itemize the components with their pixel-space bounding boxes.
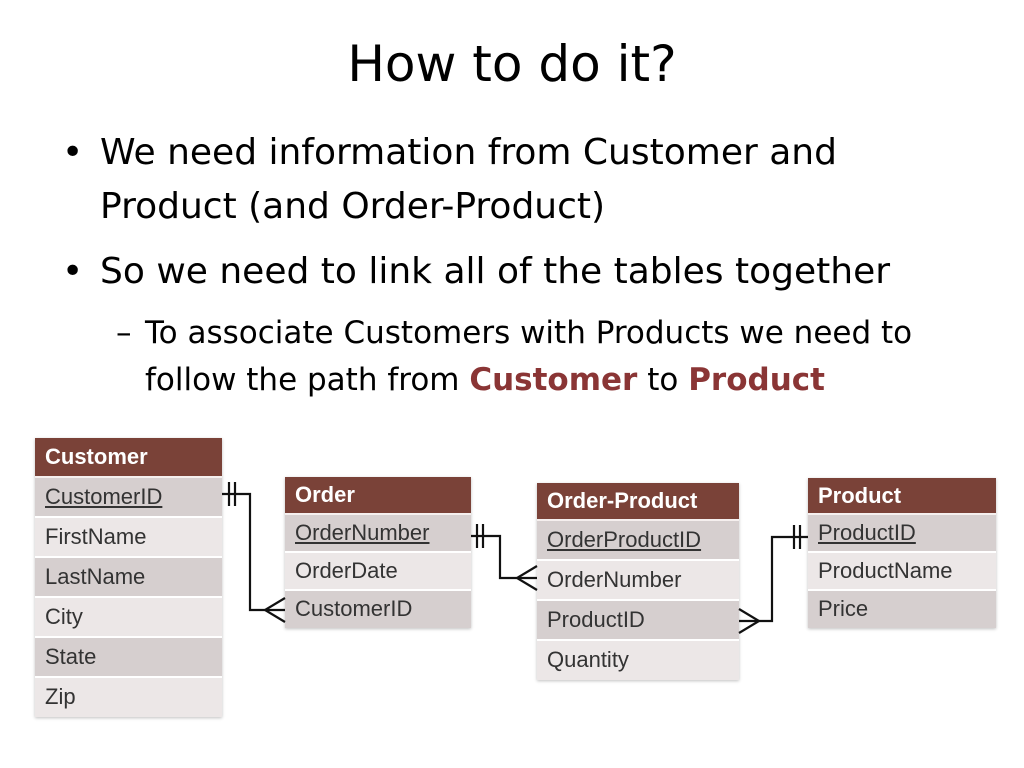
entity-order-product-field: OrderProductID	[537, 521, 739, 561]
entity-product-header: Product	[808, 478, 996, 515]
entity-product-field: Price	[808, 591, 996, 628]
bullet-1-line-1: We need information from Customer and	[100, 132, 837, 173]
entity-customer-header: Customer	[35, 438, 222, 478]
sub-bullet-line-2: follow the path from Customer to Product	[145, 357, 825, 404]
entity-customer-field: LastName	[35, 558, 222, 598]
entity-customer-field: State	[35, 638, 222, 678]
crowfoot-icon	[738, 608, 762, 634]
entity-order-header: Order	[285, 477, 471, 515]
sub-bullet-marker: –	[116, 315, 132, 351]
entity-order: Order OrderNumber OrderDate CustomerID	[285, 477, 471, 628]
entity-customer-field: City	[35, 598, 222, 638]
sub-bullet-line-2-prefix: follow the path from	[145, 362, 470, 398]
highlight-customer: Customer	[469, 362, 638, 398]
sub-bullet-line-2-middle: to	[637, 362, 689, 398]
bullet-marker: •	[62, 132, 84, 173]
entity-order-field: OrderNumber	[285, 515, 471, 553]
bullet-2: • So we need to link all of the tables t…	[62, 245, 962, 299]
sub-bullet-line-1: To associate Customers with Products we …	[145, 315, 913, 351]
entity-customer: Customer CustomerID FirstName LastName C…	[35, 438, 222, 717]
entity-customer-field: FirstName	[35, 518, 222, 558]
crowfoot-icon	[514, 565, 538, 591]
entity-product-field: ProductID	[808, 515, 996, 553]
sub-bullet: – To associate Customers with Products w…	[116, 310, 996, 404]
entity-order-field: OrderDate	[285, 553, 471, 591]
bullet-1-line-2: Product (and Order-Product)	[100, 186, 606, 227]
bullet-marker: •	[62, 251, 84, 292]
entity-customer-field: CustomerID	[35, 478, 222, 518]
bullet-2-line-1: So we need to link all of the tables tog…	[100, 251, 891, 292]
entity-order-product-field: Quantity	[537, 641, 739, 680]
entity-order-product-header: Order-Product	[537, 483, 739, 521]
entity-product: Product ProductID ProductName Price	[808, 478, 996, 628]
rel-customer-order	[222, 482, 286, 623]
entity-order-product: Order-Product OrderProductID OrderNumber…	[537, 483, 739, 680]
crowfoot-icon	[262, 597, 286, 623]
rel-orderproduct-product	[738, 525, 808, 634]
entity-customer-field: Zip	[35, 678, 222, 717]
entity-order-product-field: ProductID	[537, 601, 739, 641]
entity-product-field: ProductName	[808, 553, 996, 591]
entity-order-field: CustomerID	[285, 591, 471, 628]
highlight-product: Product	[688, 362, 825, 398]
rel-order-orderproduct	[471, 524, 538, 591]
bullet-1: • We need information from Customer and …	[62, 126, 962, 236]
entity-order-product-field: OrderNumber	[537, 561, 739, 601]
slide-title: How to do it?	[347, 35, 677, 93]
